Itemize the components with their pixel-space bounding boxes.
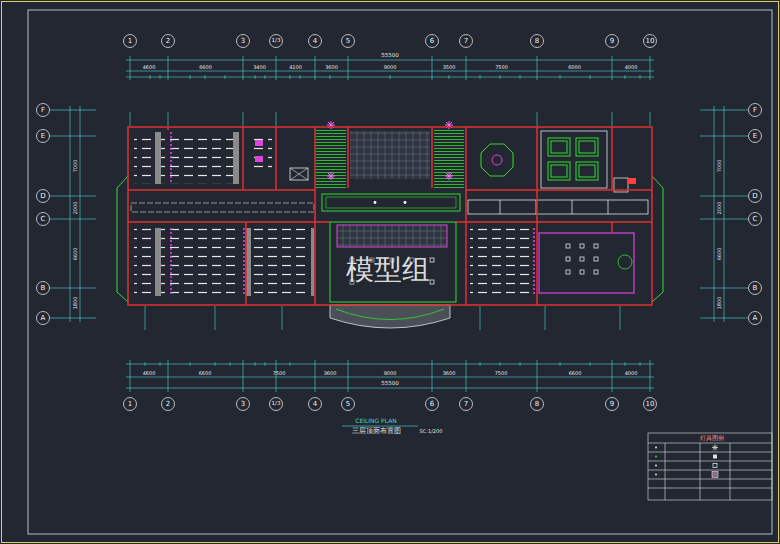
dimension-total: 55500 [381,53,399,59]
dimension: 3600 [324,370,337,375]
plan-title: CEILING PLAN [355,418,397,424]
scale-note: SC:1/200 [420,429,443,434]
dimension: 7000 [717,160,722,173]
dimension: 6600 [717,247,722,260]
dimension: 3400 [253,64,266,69]
dimension: 3600 [325,64,338,69]
axis-number: 6 [430,401,434,408]
dimension: 4100 [289,64,302,69]
axis-letter: E [753,133,757,140]
fixture-legend-table [648,433,772,500]
dimension: 6600 [569,370,582,375]
axis-letter: B [41,285,46,292]
dimension: 7500 [495,370,508,375]
axis-letter: D [40,193,45,200]
dimension: 7500 [495,64,508,69]
axis-letter: E [41,133,45,140]
axis-letter: B [753,285,758,292]
dimension: 6600 [199,370,212,375]
dimension: 6600 [73,247,78,260]
dimension: 9000 [384,370,397,375]
dimension: 7500 [273,370,286,375]
axis-number: 5 [346,38,350,45]
axis-number: 1/3 [272,38,281,44]
axis-number: 8 [535,401,539,408]
axis-letter: D [752,193,757,200]
legend-symbols [655,445,718,478]
dimension-total: 55500 [381,381,399,387]
axis-bubbles [37,35,762,411]
axis-letter: F [753,107,757,114]
dimension: 1800 [717,297,722,310]
axis-number: 1 [128,38,132,45]
building-plan [117,121,663,328]
dimension: 6000 [568,64,581,69]
watermark: 模型组 [346,256,430,284]
dimension: 4000 [625,370,638,375]
axis-number: 7 [464,38,468,45]
axis-number: 9 [610,38,614,45]
axis-letter: F [41,107,45,114]
axis-letter: A [753,315,758,322]
title-underline [342,426,418,427]
dimension: 9000 [384,64,397,69]
dimension: 7000 [73,160,78,173]
dimension: 2000 [73,201,78,214]
axis-letter: C [41,216,46,223]
dimension: 6600 [199,64,212,69]
axis-letter: C [753,216,758,223]
legend-heading: 灯具图例 [700,435,724,441]
axis-number: 2 [166,401,170,408]
axis-number: 3 [241,401,245,408]
dimension: 3600 [443,370,456,375]
dimension: 3500 [443,64,456,69]
dimension: 4000 [625,64,638,69]
axis-letter: A [41,315,46,322]
dimension: 1800 [73,297,78,310]
axis-number: 3 [241,38,245,45]
axis-number: 5 [346,401,350,408]
dimension: 2000 [717,201,722,214]
axis-number: 2 [166,38,170,45]
axis-number: 1 [128,401,132,408]
axis-number: 1/3 [272,401,281,407]
axis-number: 8 [535,38,539,45]
axis-number: 10 [646,401,655,408]
axis-number: 9 [610,401,614,408]
dimension-lines [50,56,749,392]
dimension: 4600 [143,64,156,69]
axis-number: 4 [313,38,317,45]
dimension: 4600 [143,370,156,375]
plan-title-chinese: 三层顶面布置图 [352,428,401,435]
axis-number: 10 [646,38,655,45]
axis-number: 7 [464,401,468,408]
axis-number: 4 [313,401,317,408]
axis-number: 6 [430,38,434,45]
